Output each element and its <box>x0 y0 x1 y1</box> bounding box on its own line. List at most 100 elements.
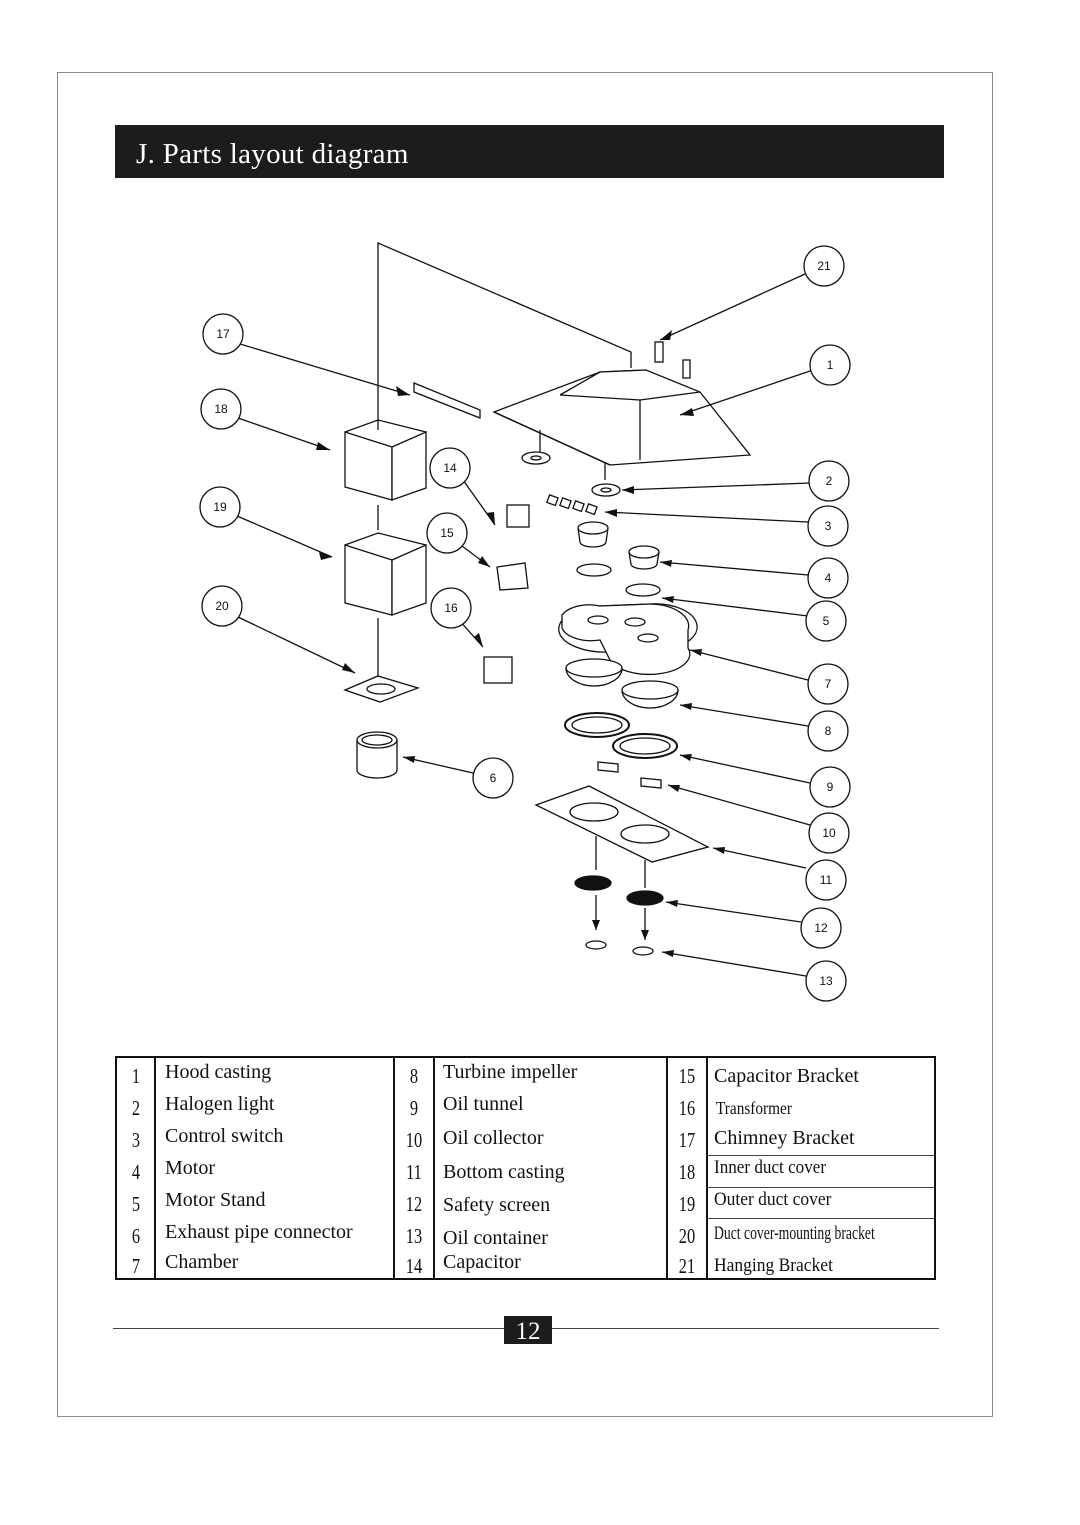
callout-15: 15 <box>426 512 468 554</box>
part-name: Halogen light <box>165 1093 275 1115</box>
leader-arrowheads <box>316 330 725 957</box>
svg-text:1: 1 <box>827 358 834 372</box>
leader-line <box>604 511 809 523</box>
svg-text:4: 4 <box>825 571 832 585</box>
arrowhead <box>660 560 672 567</box>
arrowhead <box>478 556 490 567</box>
arrowhead <box>690 649 702 656</box>
callout-2: 2 <box>808 460 850 502</box>
chimney-outline <box>377 242 632 430</box>
arrowhead <box>662 596 674 603</box>
arrowhead <box>592 920 600 930</box>
callout-16: 16 <box>430 587 472 629</box>
callout-6: 6 <box>472 757 514 799</box>
part-name: Bottom casting <box>443 1161 565 1183</box>
svg-text:10: 10 <box>822 826 836 840</box>
chimney-bracket-part <box>413 382 481 419</box>
row-divider <box>708 1218 934 1219</box>
callout-1: 1 <box>809 344 851 386</box>
callout-7: 7 <box>807 663 849 705</box>
callout-20: 20 <box>201 585 243 627</box>
arrowhead <box>666 900 678 907</box>
part-name: Chamber <box>165 1251 239 1273</box>
svg-text:13: 13 <box>819 974 833 988</box>
part-number: 3 <box>131 1128 141 1152</box>
part-number: 8 <box>409 1064 419 1088</box>
part-name: Transformer <box>716 1098 792 1118</box>
arrowhead <box>622 486 634 494</box>
arrowhead <box>641 930 649 940</box>
capacitor-part <box>506 504 530 528</box>
leader-line <box>237 417 331 451</box>
svg-text:8: 8 <box>825 724 832 738</box>
arrowhead <box>342 663 355 673</box>
part-name: Hood casting <box>165 1061 272 1083</box>
part-number: 15 <box>678 1064 696 1088</box>
leader-lines <box>236 273 814 977</box>
exploded-drawing <box>343 242 752 956</box>
safety-screen-part <box>574 875 612 891</box>
arrowhead <box>662 950 674 957</box>
part-name: Oil tunnel <box>443 1093 524 1115</box>
svg-text:7: 7 <box>825 677 832 691</box>
leader-line <box>665 901 802 923</box>
leader-line <box>236 515 333 558</box>
leader-line <box>661 597 809 617</box>
svg-text:20: 20 <box>215 599 229 613</box>
part-number: 20 <box>678 1224 696 1248</box>
arrowhead <box>319 552 332 560</box>
callout-9: 9 <box>809 766 851 808</box>
part-number: 7 <box>131 1254 141 1278</box>
svg-text:11: 11 <box>820 873 833 887</box>
hanging-bracket-part <box>654 341 664 363</box>
leader-line <box>621 482 811 491</box>
svg-text:18: 18 <box>214 402 228 416</box>
page-frame <box>57 72 993 1417</box>
part-number: 4 <box>131 1160 141 1184</box>
callout-5: 5 <box>805 600 847 642</box>
part-name: Chimney Bracket <box>714 1127 855 1149</box>
part-number: 21 <box>678 1254 696 1278</box>
parts-row: 15 Capacitor Bracket <box>668 1060 934 1092</box>
leader-line <box>679 704 809 727</box>
part-number: 12 <box>405 1192 423 1216</box>
leader-line <box>402 756 474 774</box>
part-name: Capacitor Bracket <box>714 1065 859 1087</box>
exhaust-pipe-connector-part <box>356 731 398 779</box>
part-name: Hanging Bracket <box>714 1255 833 1276</box>
leader-line <box>712 847 807 869</box>
arrowhead <box>316 442 330 450</box>
transformer-part <box>483 656 513 684</box>
turbine-impeller-part <box>565 658 679 709</box>
callout-21: 21 <box>803 245 845 287</box>
callout-18: 18 <box>200 388 242 430</box>
parts-row: 7 Chamber <box>117 1250 395 1282</box>
row-divider <box>708 1155 934 1156</box>
arrowhead <box>668 785 680 792</box>
part-number: 5 <box>131 1192 141 1216</box>
callout-11: 11 <box>805 859 847 901</box>
leader-line <box>679 754 811 784</box>
arrowhead <box>680 703 692 710</box>
leader-line <box>659 561 809 576</box>
callout-3: 3 <box>807 505 849 547</box>
part-name: Outer duct cover <box>714 1189 832 1210</box>
part-number: 1 <box>131 1064 141 1088</box>
capacitor-bracket-part <box>496 562 529 591</box>
oil-container-part <box>585 940 607 950</box>
svg-text:19: 19 <box>213 500 227 514</box>
leader-line <box>679 369 814 416</box>
